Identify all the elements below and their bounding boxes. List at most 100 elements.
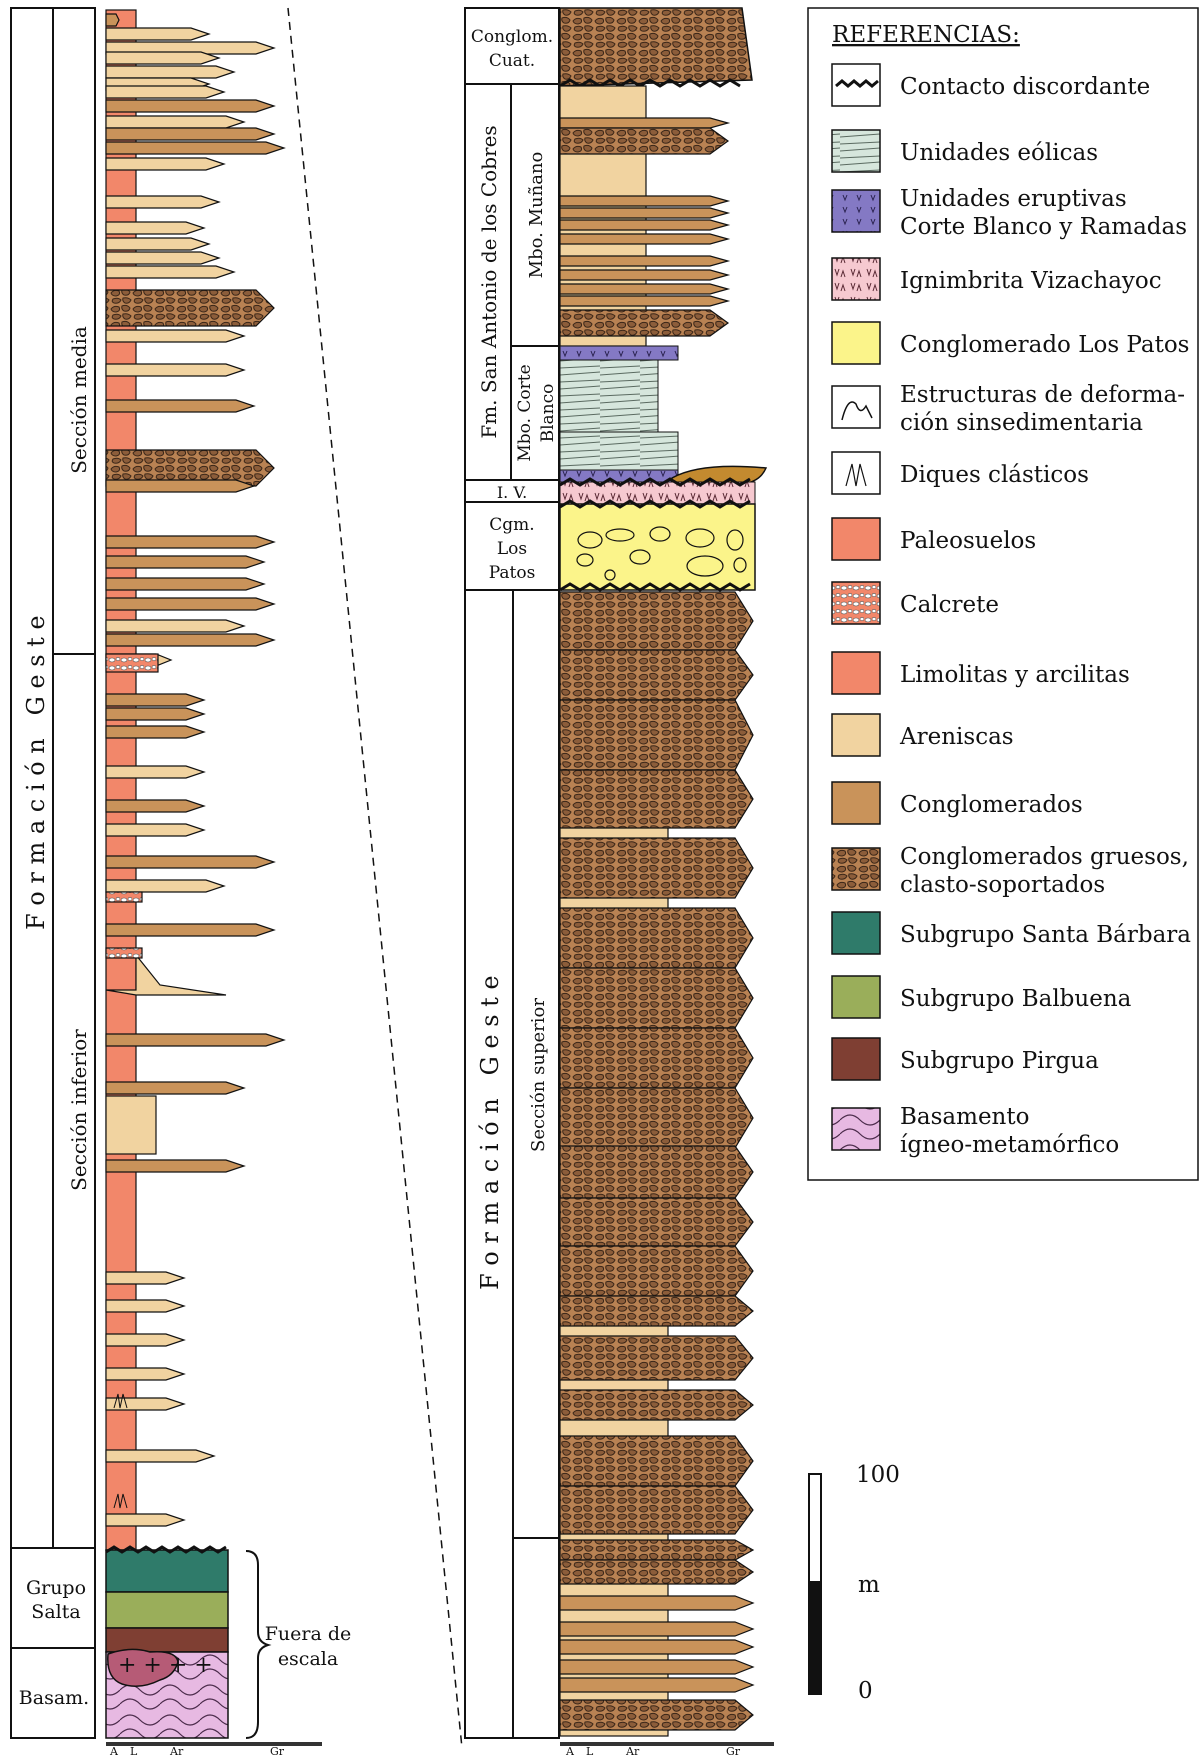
sandstone-bed <box>105 237 211 251</box>
sandstone-bed <box>105 27 211 41</box>
legend-label: Ignimbrita Vizachayoc <box>900 268 1162 294</box>
legend-item: Areniscas <box>831 713 1014 757</box>
coarse-conglomerate-bed <box>559 127 730 155</box>
left-lithology-log <box>105 9 286 1551</box>
deformation-icon-stroke <box>841 401 873 421</box>
legend-item: Subgrupo Santa Bárbara <box>831 911 1191 955</box>
out-of-scale-bracket <box>245 1550 272 1739</box>
conglomerate-bed <box>105 99 276 113</box>
scale-bar-white-segment <box>808 1473 822 1583</box>
legend-label: ígneo-metamórfico <box>900 1132 1119 1158</box>
legend-label: ción sinsedimentaria <box>900 410 1143 436</box>
legend-label: Conglomerado Los Patos <box>900 332 1189 358</box>
coarse-conglomerate-bed <box>559 1335 754 1381</box>
left-formation-label: F o r m a c i ó n G e s t e <box>22 615 50 930</box>
legend-label: Subgrupo Santa Bárbara <box>900 922 1191 948</box>
clast <box>629 549 651 565</box>
sandstone-wedge <box>105 953 227 996</box>
cgm-los-patos-label-1: Cgm. <box>489 515 534 535</box>
coarse-conglomerate-swatch-icon <box>831 847 881 891</box>
conglomerate-bed <box>105 479 256 493</box>
scale-unit-label: m <box>858 1572 880 1598</box>
sandstone-bed <box>105 765 206 779</box>
conglomerate-swatch-icon <box>831 781 881 825</box>
eruptive-unit-top <box>559 345 679 361</box>
out-of-scale-label-1: Fuera de <box>265 1623 352 1645</box>
sandstone-bed <box>105 251 221 265</box>
conglomerate-bed <box>559 219 731 231</box>
legend-item: Calcrete <box>831 581 999 625</box>
grain-size-tick-label: L <box>130 1745 138 1755</box>
scale-bottom-label: 0 <box>858 1678 873 1704</box>
coarse-conglomerate-bed <box>559 699 754 771</box>
coarse-conglomerate-bed <box>559 1145 754 1199</box>
sandstone-bed <box>105 619 246 633</box>
intrusion-body <box>107 1648 179 1687</box>
coarse-conglomerate-bed <box>559 309 730 337</box>
cgm-los-patos-label-2: Los <box>497 539 527 559</box>
legend-item: Diques clásticos <box>831 451 1089 495</box>
mbo-corte-blanco-box <box>510 345 560 481</box>
conglomerate-bed <box>105 13 120 27</box>
calcrete-bed <box>105 891 143 903</box>
legend-title: REFERENCIAS: <box>832 22 1020 48</box>
clastic-dike-icon-stroke <box>845 463 867 487</box>
conglomerate-bed <box>105 693 206 707</box>
legend: REFERENCIAS: Contacto discordanteUnidade… <box>807 7 1199 1181</box>
grain-size-tick-label: A <box>109 1745 119 1755</box>
conglomerate-bed <box>105 1159 246 1173</box>
sandstone-bed <box>105 1299 186 1313</box>
calcrete-bed <box>105 653 159 673</box>
basement-label: Basam. <box>19 1687 89 1709</box>
coarse-conglomerate-bed <box>559 591 754 651</box>
grupo-salta-label-1: Grupo <box>26 1577 86 1599</box>
clast <box>649 526 671 542</box>
sandstone-bed <box>105 1449 216 1463</box>
coarse-conglomerate-bed <box>105 289 275 327</box>
legend-item: Paleosuelos <box>831 517 1036 561</box>
conglomerate-bed <box>105 855 276 869</box>
mbo-corte-blanco-label-2: Blanco <box>538 384 558 443</box>
legend-label: Diques clásticos <box>900 462 1089 488</box>
section-superior-log <box>559 591 755 1737</box>
congl-cuat-box <box>464 7 560 85</box>
mbo-munano-label: Mbo. Muñano <box>526 152 547 279</box>
calcrete-swatch-icon <box>831 581 881 625</box>
legend-item: Limolitas y arcilitas <box>831 651 1130 695</box>
mbo-munano-box <box>510 83 560 347</box>
conglomerate-bed <box>559 233 731 245</box>
coarse-conglomerate-bed <box>559 1435 754 1487</box>
correlation-dashed-line <box>287 7 463 1749</box>
eolian-swatch-icon <box>831 129 881 173</box>
coarse-conglomerate-bed <box>559 649 754 701</box>
conglomerate-bed <box>559 1621 755 1637</box>
eolian-unit-lower <box>559 431 679 471</box>
clast <box>733 557 747 573</box>
balbuena-unit <box>105 1591 229 1629</box>
grain-size-tick-label: Gr <box>726 1745 741 1755</box>
unconformity-line <box>559 78 741 88</box>
mudstone-swatch-icon <box>831 651 881 695</box>
legend-label: clasto-soportados <box>900 872 1105 898</box>
calcrete-bed <box>105 947 143 959</box>
mbo-corte-blanco-label-1: Mbo. Corte <box>515 364 535 461</box>
quaternary-conglomerate <box>559 7 753 87</box>
coarse-conglomerate-bed <box>559 1197 754 1247</box>
legend-label: Conglomerados gruesos, <box>900 844 1189 870</box>
sandstone-bed <box>105 823 206 837</box>
coarse-conglomerate-bed <box>559 1559 755 1585</box>
legend-label: Conglomerados <box>900 792 1083 818</box>
conglomerate-bed <box>105 555 266 569</box>
legend-label: Contacto discordante <box>900 74 1150 100</box>
pirgua-swatch-icon <box>831 1037 881 1081</box>
pirgua-unit <box>105 1627 229 1653</box>
fm-san-antonio-label: Fm. San Antonio de los Cobres <box>477 125 501 438</box>
eruptive-swatch-icon <box>831 189 881 233</box>
legend-label: Subgrupo Pirgua <box>900 1048 1099 1074</box>
sandstone-bed <box>105 221 206 235</box>
